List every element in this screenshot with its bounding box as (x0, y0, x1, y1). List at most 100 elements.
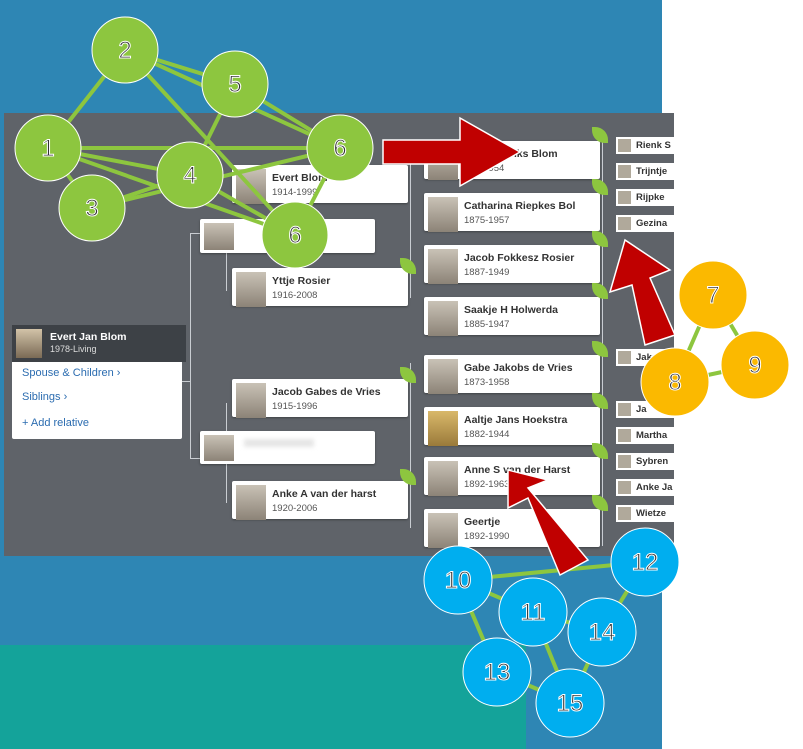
arrow-up-left-icon (507, 469, 590, 577)
person-name: Gabe Jakobs de Vries (464, 362, 573, 374)
person-name: Martha (636, 430, 668, 441)
person-name: Jacob Gabes de Vries (272, 386, 381, 398)
hint-leaf-icon[interactable] (592, 127, 608, 143)
person-dates: 1885-1947 (464, 319, 510, 330)
person-photo (618, 455, 631, 468)
person-photo (618, 217, 631, 230)
add-relative-link[interactable]: + Add relative (22, 417, 89, 429)
gen4-card[interactable]: Martha (616, 427, 674, 444)
circle-1: 1 (14, 114, 82, 182)
person-card-blurred-2[interactable] (200, 431, 375, 464)
gen4-card[interactable]: Sybren (616, 453, 674, 470)
person-photo (618, 481, 631, 494)
circle-7: 7 (678, 260, 748, 330)
circle-6b: 6 (261, 201, 329, 269)
circle-label: 9 (748, 352, 761, 379)
person-card-jacob-fokkesz-rosier[interactable]: Jacob Fokkesz Rosier 1887-1949 (424, 245, 600, 284)
person-dates: 1887-1949 (464, 267, 510, 278)
person-card-aaltje-jans-hoekstra[interactable]: Aaltje Jans Hoekstra 1882-1944 (424, 407, 600, 446)
circle-label: 11 (521, 599, 546, 626)
circle-9: 9 (720, 330, 790, 400)
person-card-yttje-rosier[interactable]: Yttje Rosier 1916-2008 (232, 268, 408, 307)
person-photo (618, 429, 631, 442)
person-name: Catharina Riepkes Bol (464, 200, 576, 212)
circle-4: 4 (156, 141, 224, 209)
person-name: Ja (636, 404, 647, 415)
hint-leaf-icon[interactable] (592, 495, 608, 511)
hint-leaf-icon[interactable] (592, 231, 608, 247)
person-name: Anne S van der Harst (464, 464, 571, 476)
person-photo (428, 301, 458, 336)
circle-label: 4 (183, 162, 196, 189)
connector (190, 233, 200, 234)
person-photo (428, 513, 458, 548)
circle-15: 15 (535, 668, 605, 738)
person-card-catharina-riepkes-bol[interactable]: Catharina Riepkes Bol 1875-1957 (424, 193, 600, 232)
person-dates: 1875-1957 (464, 215, 510, 226)
siblings-link[interactable]: Siblings › (22, 391, 68, 403)
gen4-card[interactable]: Wietze (616, 505, 674, 522)
blurred-name (244, 439, 314, 447)
gen4-card[interactable]: Trijntje (616, 163, 674, 180)
person-name: Rienk S (636, 140, 671, 151)
person-dates: 1873-1958 (464, 377, 510, 388)
hint-leaf-icon[interactable] (400, 258, 416, 274)
gen4-card[interactable]: Rijpke (616, 189, 674, 206)
person-dates: 1882-1944 (464, 429, 510, 440)
hint-leaf-icon[interactable] (592, 283, 608, 299)
gen4-card[interactable]: Anke Ja (616, 479, 674, 496)
person-card-jacob-gabes-de-vries[interactable]: Jacob Gabes de Vries 1915-1996 (232, 379, 408, 418)
connector (410, 153, 411, 298)
person-name: Yttje Rosier (272, 275, 331, 287)
circle-label: 6 (333, 135, 346, 162)
person-dates: 1892-1990 (464, 531, 510, 542)
connector (410, 363, 411, 528)
hint-leaf-icon[interactable] (592, 393, 608, 409)
person-dates: 1916-2008 (272, 290, 318, 301)
hint-leaf-icon[interactable] (592, 443, 608, 459)
green-circles: 1 2 3 4 5 6 6 (14, 16, 374, 269)
gen4-card[interactable]: Gezina (616, 215, 674, 232)
hint-leaf-icon[interactable] (400, 367, 416, 383)
person-photo (204, 435, 234, 461)
connector (190, 458, 200, 459)
circle-2: 2 (91, 16, 159, 84)
orange-circles: 7 8 9 (640, 260, 790, 417)
person-photo (618, 351, 631, 364)
person-photo (16, 329, 42, 358)
hint-leaf-icon[interactable] (592, 341, 608, 357)
person-dates: 1892-1963 (464, 479, 510, 490)
person-photo (428, 197, 458, 232)
person-card-anke-a-van-der-harst[interactable]: Anke A van der harst 1920-2006 (232, 481, 408, 520)
circle-label: 7 (706, 282, 719, 309)
circle-label: 10 (445, 567, 472, 594)
hint-leaf-icon[interactable] (592, 179, 608, 195)
blue-circles: 10 11 12 13 14 15 (423, 527, 680, 738)
circle-label: 2 (118, 37, 131, 64)
add-relative-label: Add relative (30, 417, 89, 429)
person-photo (428, 411, 458, 446)
circle-label: 12 (632, 549, 659, 576)
person-name: Anke A van der harst (272, 488, 377, 500)
person-card-gabe-jakobs-de-vries[interactable]: Gabe Jakobs de Vries 1873-1958 (424, 355, 600, 394)
focus-person-name: Evert Jan Blom (50, 331, 127, 343)
focus-person-card[interactable]: Evert Jan Blom 1978-Living (12, 325, 186, 362)
person-name: Trijntje (636, 166, 668, 177)
background-teal (0, 645, 526, 749)
circle-label: 5 (228, 71, 241, 98)
hint-leaf-icon[interactable] (400, 469, 416, 485)
person-photo (618, 507, 631, 520)
person-name: Geertje (464, 516, 501, 528)
person-photo (428, 359, 458, 394)
focus-person-dates: 1978-Living (50, 344, 97, 354)
person-card-saakje-h-holwerda[interactable]: Saakje H Holwerda 1885-1947 (424, 297, 600, 336)
spouse-children-link[interactable]: Spouse & Children › (22, 367, 121, 379)
circle-label: 14 (589, 619, 616, 646)
arrow-up-left-icon (608, 238, 677, 346)
gen4-card[interactable]: Rienk S (616, 137, 674, 154)
person-name: Wietze (636, 508, 667, 519)
person-name: Sybren (636, 456, 669, 467)
circle-11: 11 (498, 577, 568, 647)
circle-label: 3 (85, 195, 98, 222)
